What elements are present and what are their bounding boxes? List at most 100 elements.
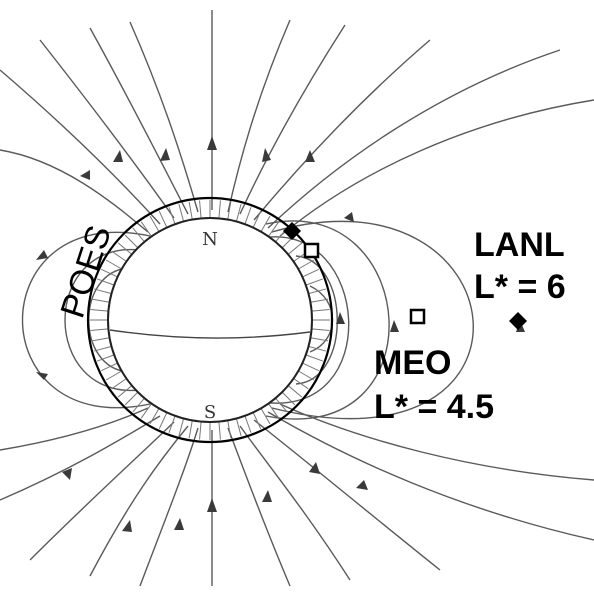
surface-tick [93,288,112,295]
surface-tick [268,403,280,419]
field-arrow [336,312,345,324]
surface-tick [158,211,168,228]
field-arrow [62,468,72,480]
field-arrow [160,148,170,161]
surface-tick [132,397,145,413]
surface-tick [260,408,271,425]
field-loop [265,220,390,420]
field-line [267,49,561,229]
surface-tick [168,207,176,225]
surface-tick [260,215,271,232]
field-arrow [356,480,368,490]
surface-tick [101,362,118,372]
field-arrow [36,372,48,380]
surface-tick [244,415,252,433]
field-lines-upper [0,10,594,237]
surface-tick [168,415,176,433]
field-line [0,149,149,233]
surface-tick [117,385,133,398]
field-loop [295,255,338,385]
surface-tick [105,259,122,270]
surface-tick [90,309,109,312]
surface-tick [140,221,152,237]
surface-tick [305,354,323,362]
meo-marker-square-near [303,242,320,259]
surface-tick [308,288,327,295]
equator-line [109,329,311,339]
meo-lstar-label: L* = 4.5 [374,388,494,426]
surface-tick [298,370,315,381]
surface-tick [235,203,242,222]
field-line [129,21,199,213]
surface-tick [275,397,288,413]
surface-tick [105,370,122,381]
surface-tick [235,418,242,437]
field-line [239,425,351,581]
field-line [0,415,161,501]
surface-tick [188,201,193,220]
earth-group: N S [90,200,330,440]
field-arrow [390,320,399,332]
field-arrow [207,498,217,512]
field-line [279,99,594,237]
field-line [29,421,175,561]
poes-orbit-ring [86,196,334,444]
surface-tick [302,268,319,278]
field-line [253,419,441,571]
field-line [139,427,199,587]
earth-circle [107,217,313,423]
surface-tick [111,250,127,262]
earth-surface-ticks [90,200,330,440]
field-arrow [262,148,271,162]
field-line [227,427,291,587]
surface-tick [158,412,168,429]
lanl-marker-diamond-far [509,312,527,330]
surface-tick [199,421,202,440]
surface-tick [287,385,303,398]
field-arrow [207,136,217,150]
surface-tick [287,242,303,255]
surface-tick [97,278,115,286]
field-line [239,24,346,215]
field-arrow [305,150,315,162]
surface-tick [298,259,315,270]
surface-tick [302,362,319,372]
surface-tick [188,420,193,439]
surface-tick [90,328,109,331]
surface-tick [132,227,145,243]
surface-tick [310,298,329,303]
field-loop [22,231,151,409]
surface-tick [149,408,160,425]
surface-tick [218,421,221,440]
field-arrows [36,136,525,532]
field-lines-lower [0,403,594,587]
surface-tick [218,200,221,219]
surface-tick [124,391,139,406]
north-pole-label: N [202,229,218,250]
surface-tick [91,337,110,342]
surface-tick [305,278,323,286]
surface-tick [91,298,110,303]
field-line [253,39,431,221]
surface-tick [227,420,232,439]
meo-name-label: MEO [374,344,451,382]
lanl-lstar-label: L* = 6 [474,268,566,306]
surface-tick [199,200,202,219]
field-arrow [174,518,184,530]
field-line [267,411,594,541]
lanl-name-label: LANL [474,226,565,264]
field-arrow [262,490,272,502]
surface-tick [97,354,115,362]
lanl-marker-diamond-near [283,222,301,240]
surface-tick [268,221,280,237]
surface-tick [252,412,262,429]
surface-tick [311,328,330,331]
field-line [0,407,149,451]
surface-tick [308,345,327,352]
field-arrow [122,520,132,532]
surface-tick [149,215,160,232]
field-line [39,39,175,219]
field-loop [271,220,474,420]
south-pole-label: S [204,402,216,423]
